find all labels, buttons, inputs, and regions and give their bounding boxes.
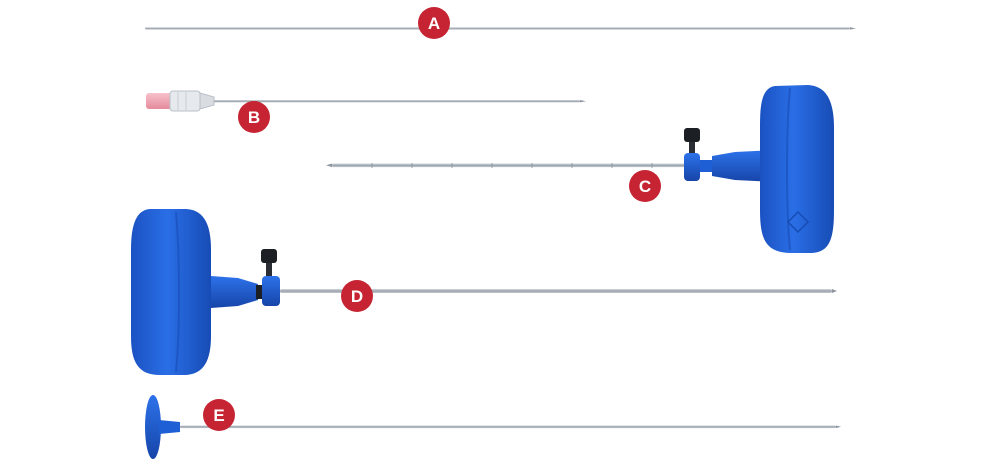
label-d-text: D (351, 287, 363, 306)
label-badge-c: C (629, 170, 661, 202)
trocar-c-shaft (332, 163, 692, 168)
instrument-a-needle (145, 27, 856, 30)
instrument-e-stylet (145, 395, 841, 459)
stylet-cap (145, 395, 161, 459)
collar-d (262, 276, 280, 306)
label-badge-b: B (238, 101, 270, 133)
instrument-d-t-handle-trocar (131, 209, 837, 375)
knob-d (261, 249, 277, 263)
needle-b-shaft (214, 100, 580, 103)
collar-c (684, 153, 700, 181)
luer-hub (146, 93, 172, 109)
label-badge-a: A (418, 7, 450, 39)
stylet-shaft (180, 425, 836, 429)
needle-a-tip (850, 27, 856, 30)
label-b-text: B (248, 108, 260, 127)
knob-stem (689, 141, 695, 155)
clear-hub (169, 90, 201, 112)
handle-c-neck (712, 150, 775, 182)
handle-c-logo-mark (786, 210, 810, 234)
handle-c-paddle (760, 85, 834, 253)
instrument-c-t-handle-trocar (326, 85, 834, 253)
stylet-cap-neck (159, 420, 180, 434)
handle-d-paddle (131, 209, 211, 375)
label-e-text: E (213, 406, 224, 425)
label-c-text: C (639, 177, 651, 196)
knob-c (684, 128, 700, 142)
label-a-text: A (428, 14, 440, 33)
trocar-d-shaft (280, 289, 832, 293)
hub-taper (199, 92, 215, 110)
knob-stem-d (266, 262, 272, 276)
label-badge-d: D (341, 280, 373, 312)
label-badge-e: E (203, 399, 235, 431)
instrument-b-spinal-needle (146, 90, 586, 112)
handle-d-neck (211, 276, 258, 308)
needle-a-shaft (145, 27, 850, 30)
